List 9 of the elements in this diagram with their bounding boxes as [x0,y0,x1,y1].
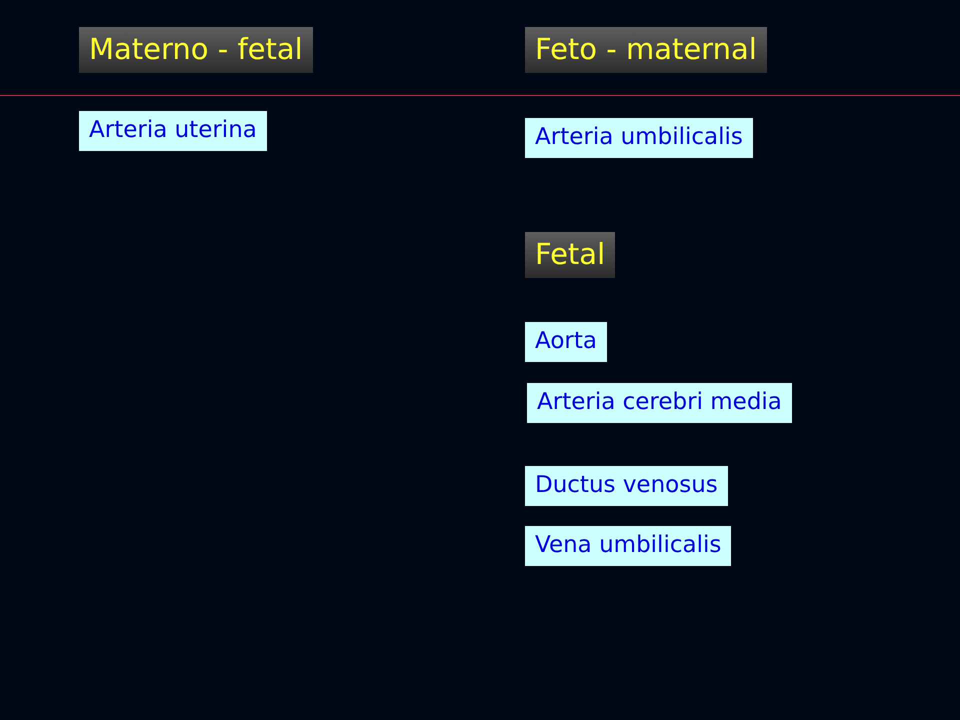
vessel-label: Arteria umbilicalis [525,118,753,158]
section-heading: Materno - fetal [79,27,313,73]
vessel-label: Ductus venosus [525,466,728,506]
vessel-label: Aorta [525,322,607,362]
vessel-label: Vena umbilicalis [525,526,732,566]
vessel-label: Arteria uterina [79,111,267,151]
section-heading: Feto - maternal [525,27,767,73]
section-heading: Fetal [525,232,616,278]
vessel-label: Arteria cerebri media [527,383,792,423]
